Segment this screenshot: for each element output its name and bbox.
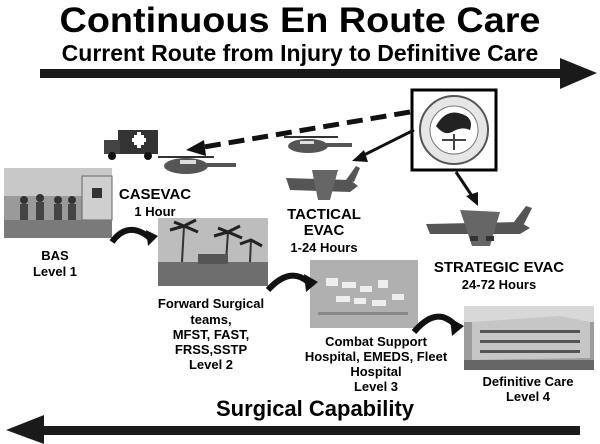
page-subtitle: Current Route from Injury to Definitive … (61, 40, 539, 66)
bas-photo (4, 168, 113, 238)
dashed-arrow-casevac (197, 109, 411, 151)
definitive-care-level: Level 4 (505, 389, 551, 404)
forward-label-line1: Forward Surgical (157, 296, 265, 311)
combat-level: Level 3 (353, 379, 399, 394)
route-arrow-right (40, 58, 597, 89)
casevac-helicopter-icon (158, 156, 236, 174)
ambulance-truck-icon (104, 130, 158, 160)
strategic-time: 24-72 Hours (461, 277, 537, 292)
forward-label-line2: teams, (190, 312, 232, 327)
bas-label: BAS (41, 248, 69, 263)
tactical-helicopter-icon (284, 136, 352, 153)
casevac-label: CASEVAC (118, 186, 192, 203)
surgical-capability-arrow (6, 415, 580, 444)
forward-label-line4: FRSS,SSTP (174, 342, 248, 357)
casevac-time: 1 Hour (134, 204, 176, 219)
tactical-label-line2: EVAC (303, 222, 345, 239)
forward-level: Level 2 (188, 357, 234, 372)
strategic-jet-icon (426, 206, 532, 246)
bas-level: Level 1 (32, 264, 78, 279)
transition-arrow-2 (265, 272, 318, 293)
page-title: Continuous En Route Care (59, 1, 541, 40)
combat-label-line2: Hospital, EMEDS, Fleet (304, 349, 448, 364)
surgical-capability-label: Surgical Capability (215, 396, 415, 421)
definitive-care-label: Definitive Care (482, 374, 574, 389)
forward-label-line3: MFST, FAST, (172, 327, 250, 342)
transition-arrow-3 (411, 313, 464, 336)
ccatt-seal-box (410, 88, 498, 172)
combat-support-hospital-photo (310, 260, 418, 328)
definitive-care-photo (464, 306, 594, 370)
arrow-to-tactical (361, 128, 415, 158)
arrow-to-strategic (454, 171, 474, 197)
panther-icon (436, 112, 471, 134)
transition-arrow-1 (109, 227, 158, 246)
strategic-label: STRATEGIC EVAC (433, 259, 565, 276)
forward-surgical-photo (158, 218, 268, 286)
combat-label-line1: Combat Support (325, 334, 427, 349)
tactical-label-line1: TACTICAL (287, 206, 361, 223)
tactical-time: 1-24 Hours (290, 240, 358, 255)
combat-label-line3: Hospital (350, 364, 402, 379)
tactical-cargo-plane-icon (286, 166, 360, 200)
